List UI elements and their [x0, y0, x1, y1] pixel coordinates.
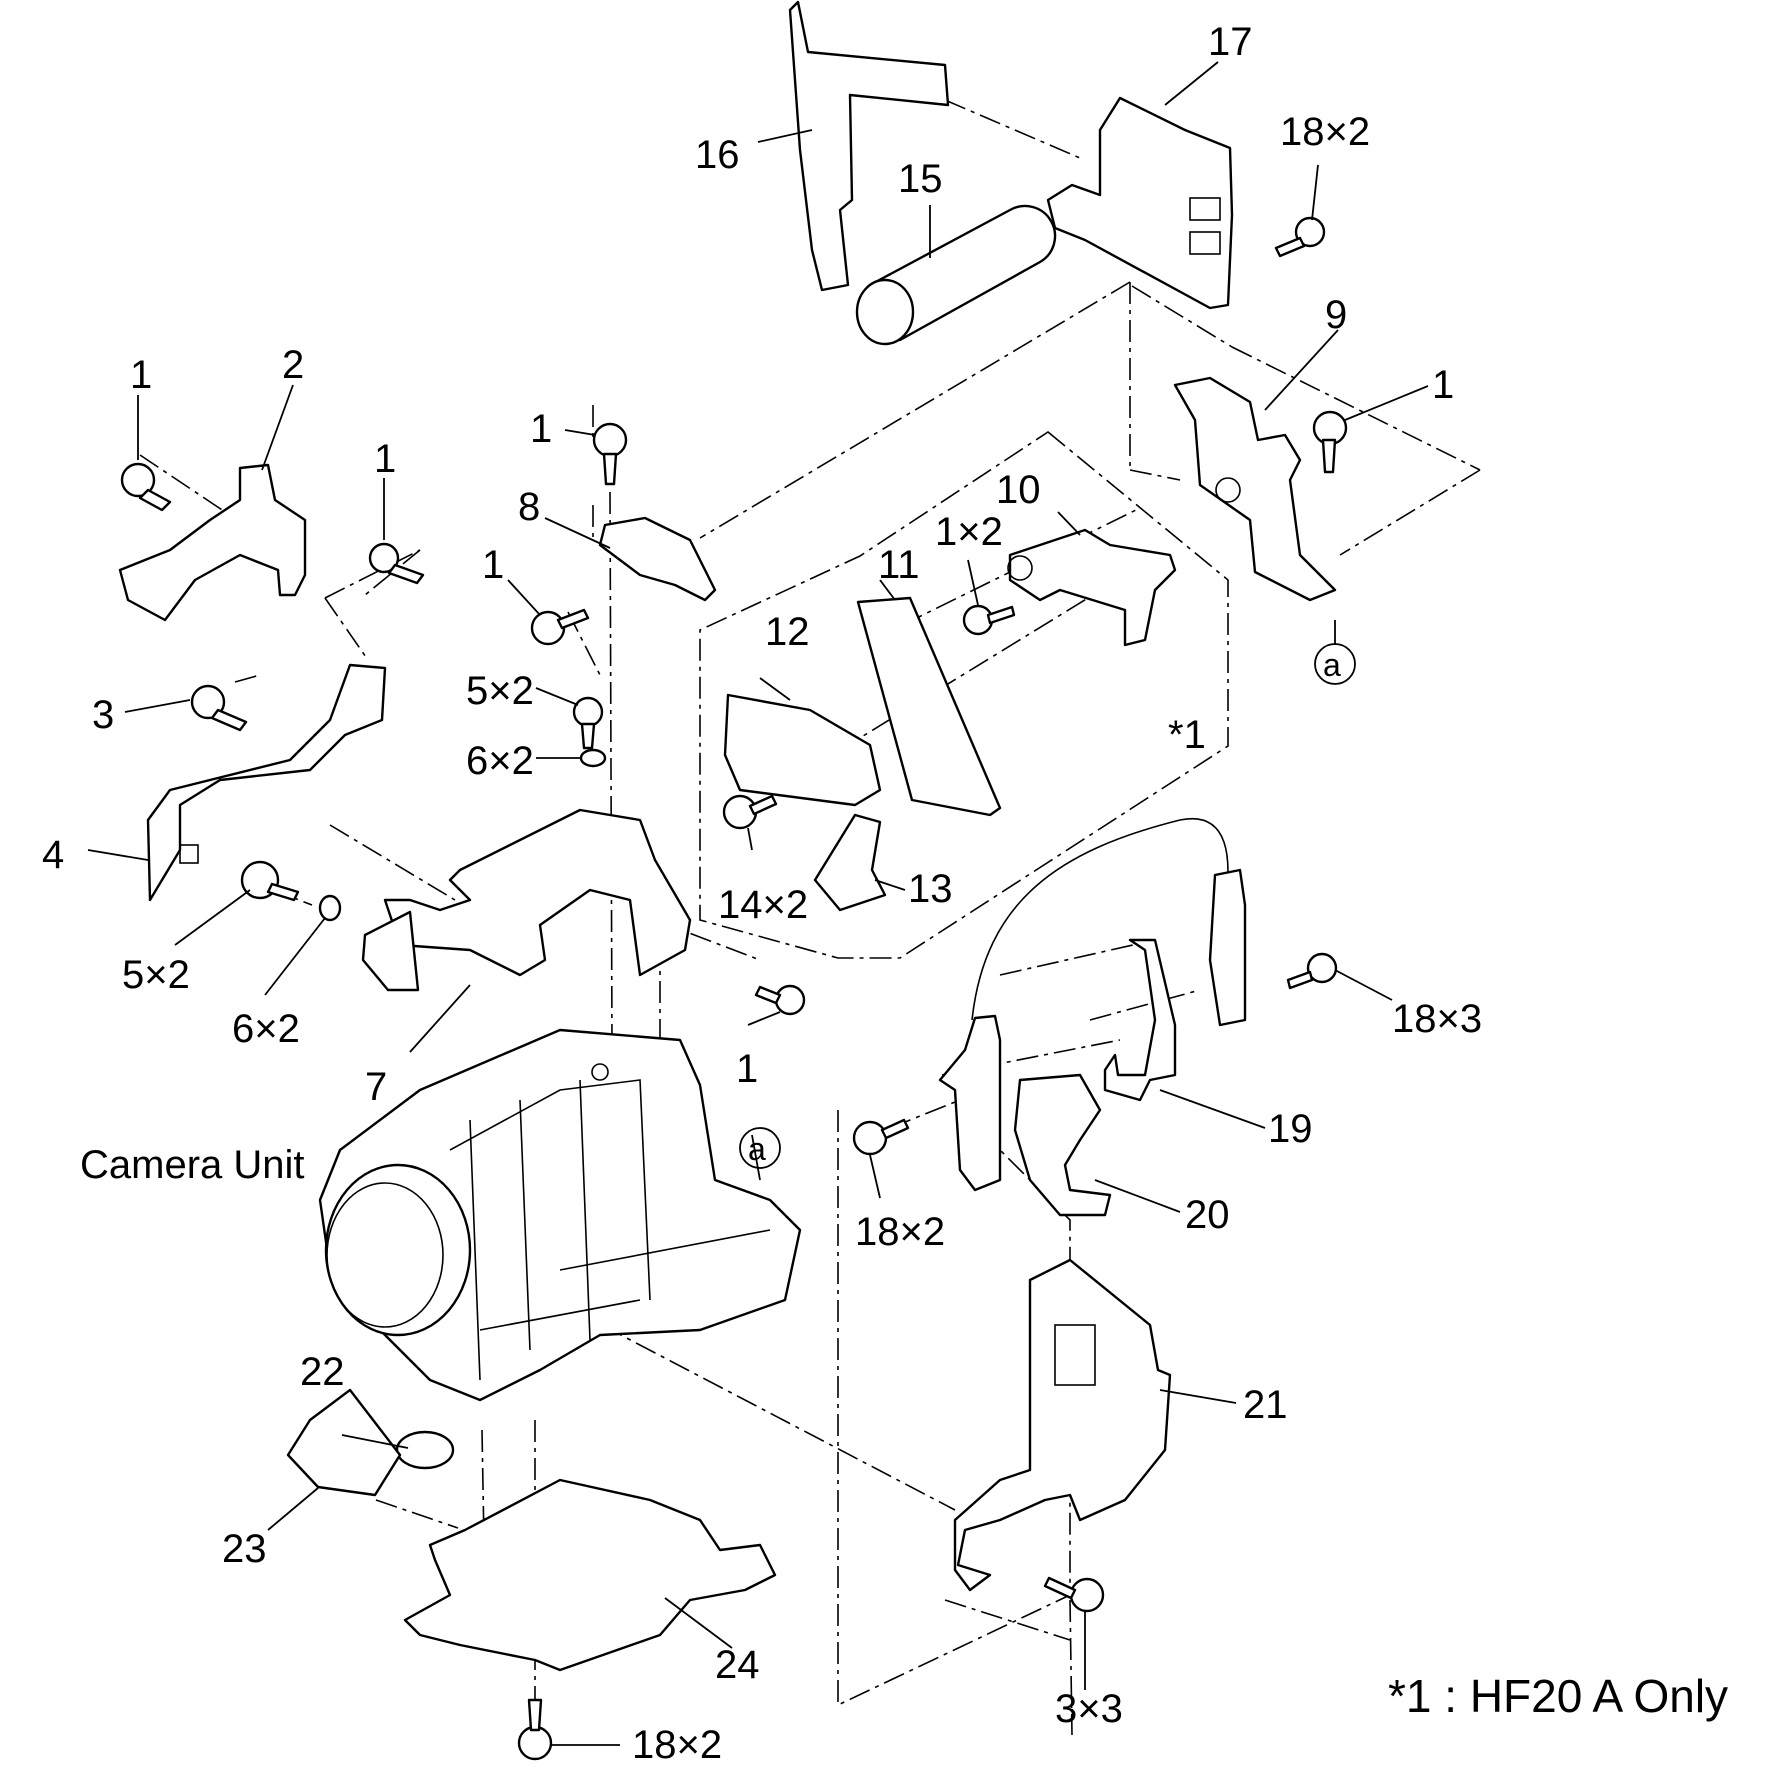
- label-7: 7: [365, 1065, 387, 1109]
- flex-cable-16: [788, 0, 950, 292]
- label-1c: 1: [530, 407, 552, 451]
- label-4: 4: [42, 833, 64, 877]
- label-2: 2: [282, 343, 304, 387]
- label-1e: 1: [736, 1047, 758, 1091]
- label-13: 13: [908, 867, 953, 911]
- footnote: *1 : HF20 A Only: [1388, 1670, 1728, 1722]
- flex-cable-13: [813, 813, 887, 912]
- bracket-21: [953, 1258, 1172, 1592]
- label-8: 8: [518, 485, 540, 529]
- bracket-8: [598, 516, 717, 602]
- label-3x3: 3×3: [1055, 1687, 1123, 1731]
- camera-unit: [318, 1028, 802, 1402]
- bracket-9: [1173, 376, 1337, 602]
- circuit-board-17: [1046, 96, 1234, 310]
- washer-icon: [318, 748, 607, 922]
- label-18x2c: 18×2: [632, 1723, 722, 1767]
- board-12: [723, 693, 882, 807]
- capacitor-15: [855, 204, 1057, 346]
- label-21: 21: [1243, 1383, 1288, 1427]
- label-1d: 1: [482, 543, 504, 587]
- bracket-19: [1103, 938, 1177, 1102]
- label-1f: 1: [1432, 363, 1454, 407]
- label-18x2b: 18×2: [855, 1210, 945, 1254]
- battery-clip-22: [395, 1430, 455, 1470]
- label-14x2: 14×2: [718, 883, 808, 927]
- lcd-panel-11: [856, 596, 1002, 817]
- sheet-23: [286, 1388, 402, 1497]
- label-12: 12: [765, 610, 810, 654]
- label-18x2a: 18×2: [1280, 110, 1370, 154]
- ref-circle-a1: [1314, 643, 1356, 685]
- label-1b: 1: [374, 437, 396, 481]
- label-3: 3: [92, 693, 114, 737]
- plate-4: [146, 663, 387, 902]
- label-15: 15: [898, 157, 943, 201]
- label-19: 19: [1268, 1107, 1313, 1151]
- label-11: 11: [878, 543, 920, 587]
- bracket-20: [938, 1014, 1002, 1192]
- label-1a: 1: [130, 353, 152, 397]
- label-22: 22: [300, 1350, 345, 1394]
- label-camera-unit: Camera Unit: [80, 1143, 305, 1187]
- ref-label-a1: a: [1323, 647, 1341, 683]
- label-9: 9: [1325, 293, 1347, 337]
- assembly-lines: [139, 99, 1481, 1736]
- board-24: [403, 1478, 777, 1672]
- leader-lines: [87, 61, 1429, 1746]
- flex-cable-20: [1013, 1073, 1112, 1217]
- ref-label-a2: a: [748, 1131, 766, 1167]
- label-23: 23: [222, 1527, 267, 1571]
- label-10: 10: [996, 468, 1041, 512]
- label-17: 17: [1208, 20, 1253, 64]
- label-24: 24: [715, 1643, 760, 1687]
- label-1x2: 1×2: [935, 510, 1003, 554]
- label-18x3: 18×3: [1392, 997, 1482, 1041]
- group-outline-hf20: [699, 431, 1229, 959]
- bracket-2: [118, 463, 307, 622]
- cable-curve: [971, 817, 1229, 1021]
- label-5x2b: 5×2: [122, 953, 190, 997]
- frame-7: [383, 808, 692, 977]
- label-5x2a: 5×2: [466, 669, 534, 713]
- bracket-10: [1008, 528, 1177, 647]
- label-6x2a: 6×2: [466, 739, 534, 783]
- ref-circle-a2: [739, 1127, 781, 1169]
- label-16: 16: [695, 133, 740, 177]
- part-labels: 1 2 1 1 8 1 3 4 5×2 6×2 5×2 6×2 7 1 Came…: [42, 20, 1728, 1767]
- screw-icon: [120, 216, 1348, 1761]
- label-6x2b: 6×2: [232, 1007, 300, 1051]
- label-star1: *1: [1168, 713, 1206, 757]
- label-20: 20: [1185, 1193, 1230, 1237]
